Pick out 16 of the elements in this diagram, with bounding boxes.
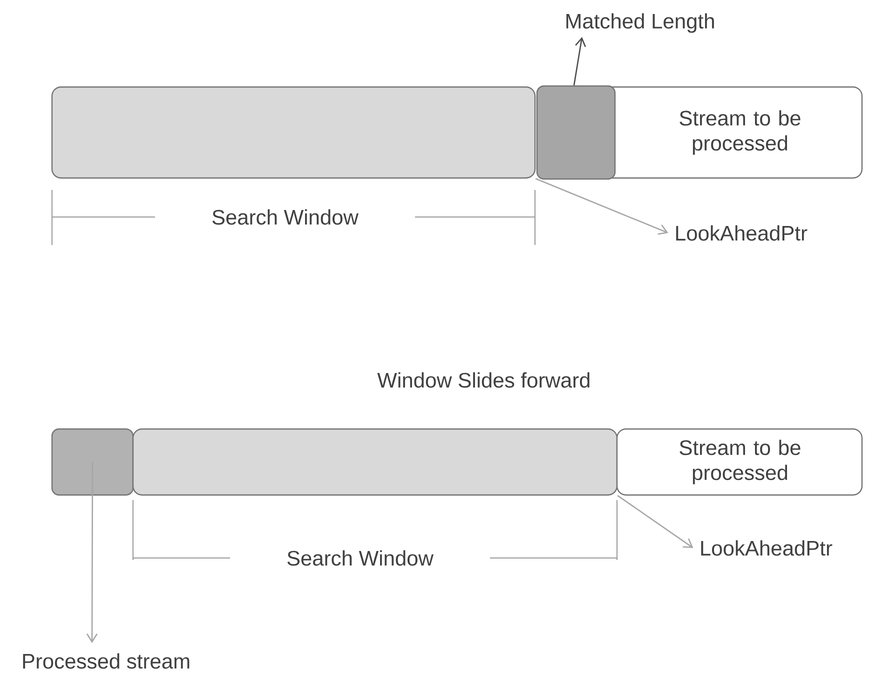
- arrow: [617, 495, 694, 548]
- callout-text: LookAheadPtr: [701, 540, 832, 556]
- dimension-label: Search Window: [212, 209, 359, 225]
- hatched-bar: [51, 86, 536, 179]
- hatched-bar: [132, 428, 618, 496]
- arrow: [535, 178, 668, 235]
- dimension-label: Search Window: [287, 550, 434, 566]
- arrow: [573, 36, 586, 86]
- hatched-block: [51, 428, 134, 496]
- shaded-block: [536, 85, 616, 180]
- callout-text: LookAheadPtr: [676, 225, 808, 241]
- arrow: [86, 462, 98, 644]
- callout-text: Matched Length: [566, 13, 714, 33]
- caption-text: Window Slides forward: [377, 372, 590, 388]
- stream-box: Stream to be processed: [616, 428, 863, 496]
- callout-text: Processed stream: [23, 653, 190, 669]
